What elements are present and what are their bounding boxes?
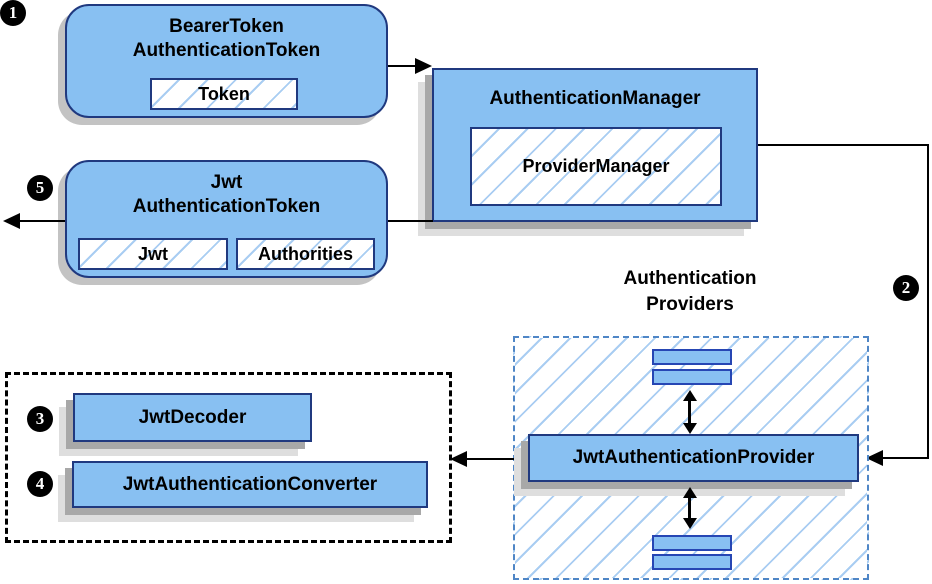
provider-stack-bar-bottom-1 <box>652 535 732 551</box>
provider-to-decoder-line <box>467 458 514 460</box>
jwt-authentication-provider-box: JwtAuthenticationProvider <box>528 434 859 482</box>
double-arrow-bottom-line <box>688 496 691 520</box>
step-4-badge: 4 <box>27 471 53 497</box>
token-chip: Token <box>150 78 298 110</box>
step-5-badge: 5 <box>27 175 53 201</box>
manager-to-provider-bottom-line <box>882 457 929 459</box>
provider-to-decoder-arrowhead-icon <box>450 451 467 467</box>
jwt-chip: Jwt <box>78 238 228 270</box>
manager-to-provider-vertical-line <box>927 144 929 459</box>
bearer-token-title-line1: BearerToken <box>169 16 284 37</box>
double-arrow-top-line <box>688 399 691 426</box>
manager-to-jwt-token-line <box>388 220 433 222</box>
step-2-badge: 2 <box>893 275 919 301</box>
providers-label-line1: Authentication <box>623 268 757 289</box>
flow-out-arrowhead-icon <box>3 213 20 229</box>
manager-to-provider-arrowhead-icon <box>866 450 883 466</box>
jwt-token-title-line2: AuthenticationToken <box>132 196 321 217</box>
provider-manager-chip: ProviderManager <box>470 127 722 206</box>
double-arrow-bottom-down-icon <box>683 518 697 529</box>
provider-stack-bar-top-1 <box>652 349 732 365</box>
step-3-badge: 3 <box>27 406 53 432</box>
bearer-to-manager-arrowhead-icon <box>415 58 432 74</box>
authorities-chip: Authorities <box>236 238 375 270</box>
flow-out-line <box>20 220 65 222</box>
bearer-token-title-line2: AuthenticationToken <box>132 40 321 61</box>
authentication-manager-title: AuthenticationManager <box>489 88 701 109</box>
jwt-decoder-box: JwtDecoder <box>73 393 312 442</box>
authentication-providers-label: Authentication Providers <box>560 266 820 318</box>
double-arrow-top-down-icon <box>683 423 697 434</box>
jwt-token-title-line1: Jwt <box>210 172 243 193</box>
double-arrow-top-up-icon <box>683 390 697 401</box>
double-arrow-bottom-up-icon <box>683 487 697 498</box>
manager-to-provider-top-line <box>758 144 929 146</box>
providers-label-line2: Providers <box>646 294 734 315</box>
step-1-badge: 1 <box>0 0 26 26</box>
jwt-authentication-converter-box: JwtAuthenticationConverter <box>72 461 428 508</box>
provider-stack-bar-bottom-2 <box>652 554 732 570</box>
provider-stack-bar-top-2 <box>652 369 732 385</box>
bearer-to-manager-line <box>388 65 416 67</box>
